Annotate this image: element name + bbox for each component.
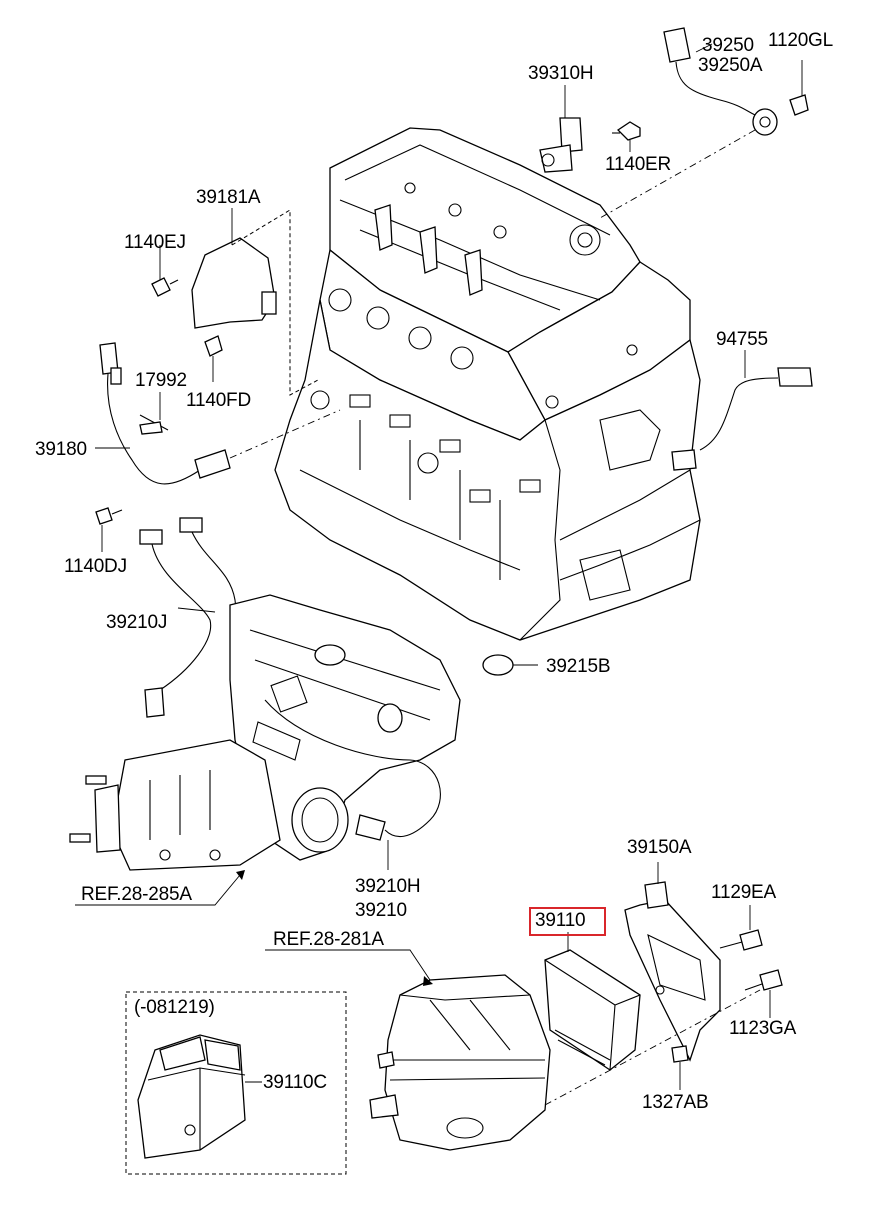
oxygen-sensor-39210H bbox=[264, 699, 441, 870]
bolt-1129EA bbox=[719, 905, 763, 951]
bolt-1140ER bbox=[612, 121, 641, 152]
label-39110C: 39110C bbox=[263, 1072, 327, 1093]
air-cleaner bbox=[369, 974, 551, 1151]
label-ref-28-285A: REF.28-285A bbox=[81, 884, 192, 905]
label-1140EJ: 1140EJ bbox=[124, 232, 186, 253]
label-39250: 39250 bbox=[702, 35, 754, 56]
label-1140FD: 1140FD bbox=[186, 390, 251, 411]
label-1123GA: 1123GA bbox=[729, 1018, 797, 1039]
label-1140ER: 1140ER bbox=[605, 154, 672, 175]
ecu-39110C bbox=[137, 1034, 262, 1159]
bolt-1140EJ bbox=[151, 277, 179, 297]
highlight-39110 bbox=[529, 907, 606, 936]
label-17992: 17992 bbox=[135, 370, 187, 391]
variant-box bbox=[125, 991, 347, 1175]
label-1129EA: 1129EA bbox=[711, 882, 777, 903]
label-variant-081219: (-081219) bbox=[134, 997, 215, 1018]
label-39210: 39210 bbox=[355, 900, 407, 921]
engine-block bbox=[274, 127, 701, 641]
label-39250A: 39250A bbox=[698, 55, 763, 76]
gasket-39215B bbox=[482, 654, 538, 676]
clip-17992 bbox=[139, 421, 163, 435]
ecu-39110 bbox=[544, 932, 641, 1071]
label-ref-28-281A: REF.28-281A bbox=[273, 929, 384, 950]
label-1327AB: 1327AB bbox=[642, 1092, 709, 1113]
bolt-1123GA bbox=[744, 969, 783, 1018]
catalytic-converter bbox=[69, 739, 281, 871]
nut-1327AB bbox=[671, 1045, 689, 1090]
label-1140DJ: 1140DJ bbox=[64, 556, 127, 577]
bolt-1140FD bbox=[204, 335, 223, 382]
label-39210H: 39210H bbox=[355, 876, 421, 897]
ecu-bracket-39150A bbox=[624, 862, 721, 1062]
label-39215B: 39215B bbox=[546, 656, 611, 677]
exhaust-manifold bbox=[229, 594, 461, 861]
label-94755: 94755 bbox=[716, 329, 768, 350]
ref-281A-leader bbox=[265, 949, 433, 986]
leader-lines bbox=[95, 245, 216, 613]
crank-sensor-39180 bbox=[99, 342, 341, 485]
bolt-1120GL bbox=[789, 60, 809, 116]
label-39210J: 39210J bbox=[106, 612, 168, 633]
label-1120GL: 1120GL bbox=[768, 30, 834, 51]
label-39150A: 39150A bbox=[627, 837, 692, 858]
label-39180: 39180 bbox=[35, 439, 87, 460]
label-39181A: 39181A bbox=[196, 187, 261, 208]
bolt-1140DJ bbox=[95, 507, 123, 525]
label-39110: 39110 bbox=[535, 910, 586, 931]
heat-shield-39181A bbox=[191, 208, 319, 396]
knock-sensor-39250 bbox=[663, 27, 778, 136]
sensor-94755 bbox=[671, 350, 813, 471]
ref-285A-leader bbox=[75, 870, 245, 906]
label-39310H: 39310H bbox=[528, 63, 594, 84]
camshaft-sensor-39310H bbox=[539, 85, 583, 173]
